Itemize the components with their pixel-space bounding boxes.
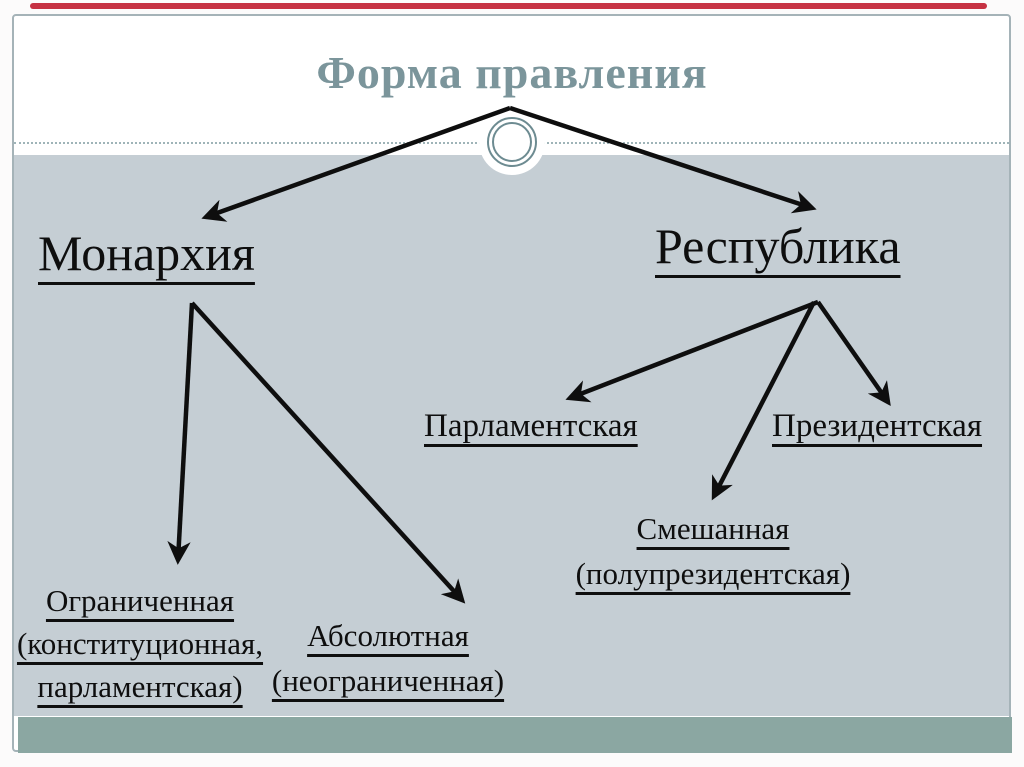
node-mixed: Смешанная (полупрезидентская) — [530, 507, 896, 597]
node-republic: Республика — [655, 221, 901, 271]
node-limited: Ограниченная (конституционная, парламент… — [2, 580, 278, 708]
node-mixed-line2: (полупрезидентская) — [575, 555, 851, 591]
node-absolute-line2: (неограниченная) — [271, 662, 505, 698]
node-limited-line3: парламентская) — [37, 668, 243, 704]
node-absolute: Абсолютная (неограниченная) — [255, 614, 521, 704]
node-parliamentary: Парламентская — [424, 410, 638, 443]
ring-ornament-inner-icon — [492, 122, 532, 162]
node-republic-label: Республика — [655, 218, 901, 274]
node-monarchy-label: Монархия — [38, 225, 255, 281]
node-presidential-label: Президентская — [772, 408, 983, 444]
node-mixed-line1: Смешанная — [636, 511, 790, 546]
top-accent-bar — [30, 3, 987, 9]
node-monarchy: Монархия — [38, 228, 255, 278]
node-limited-line1: Ограниченная — [45, 583, 235, 618]
bottom-accent-bar — [18, 717, 1012, 753]
node-parliamentary-label: Парламентская — [424, 408, 638, 444]
node-limited-line2: (конституционная, — [16, 625, 264, 661]
node-presidential: Президентская — [772, 410, 982, 443]
slide-title: Форма правления — [316, 47, 708, 98]
node-absolute-line1: Абсолютная — [307, 618, 469, 653]
